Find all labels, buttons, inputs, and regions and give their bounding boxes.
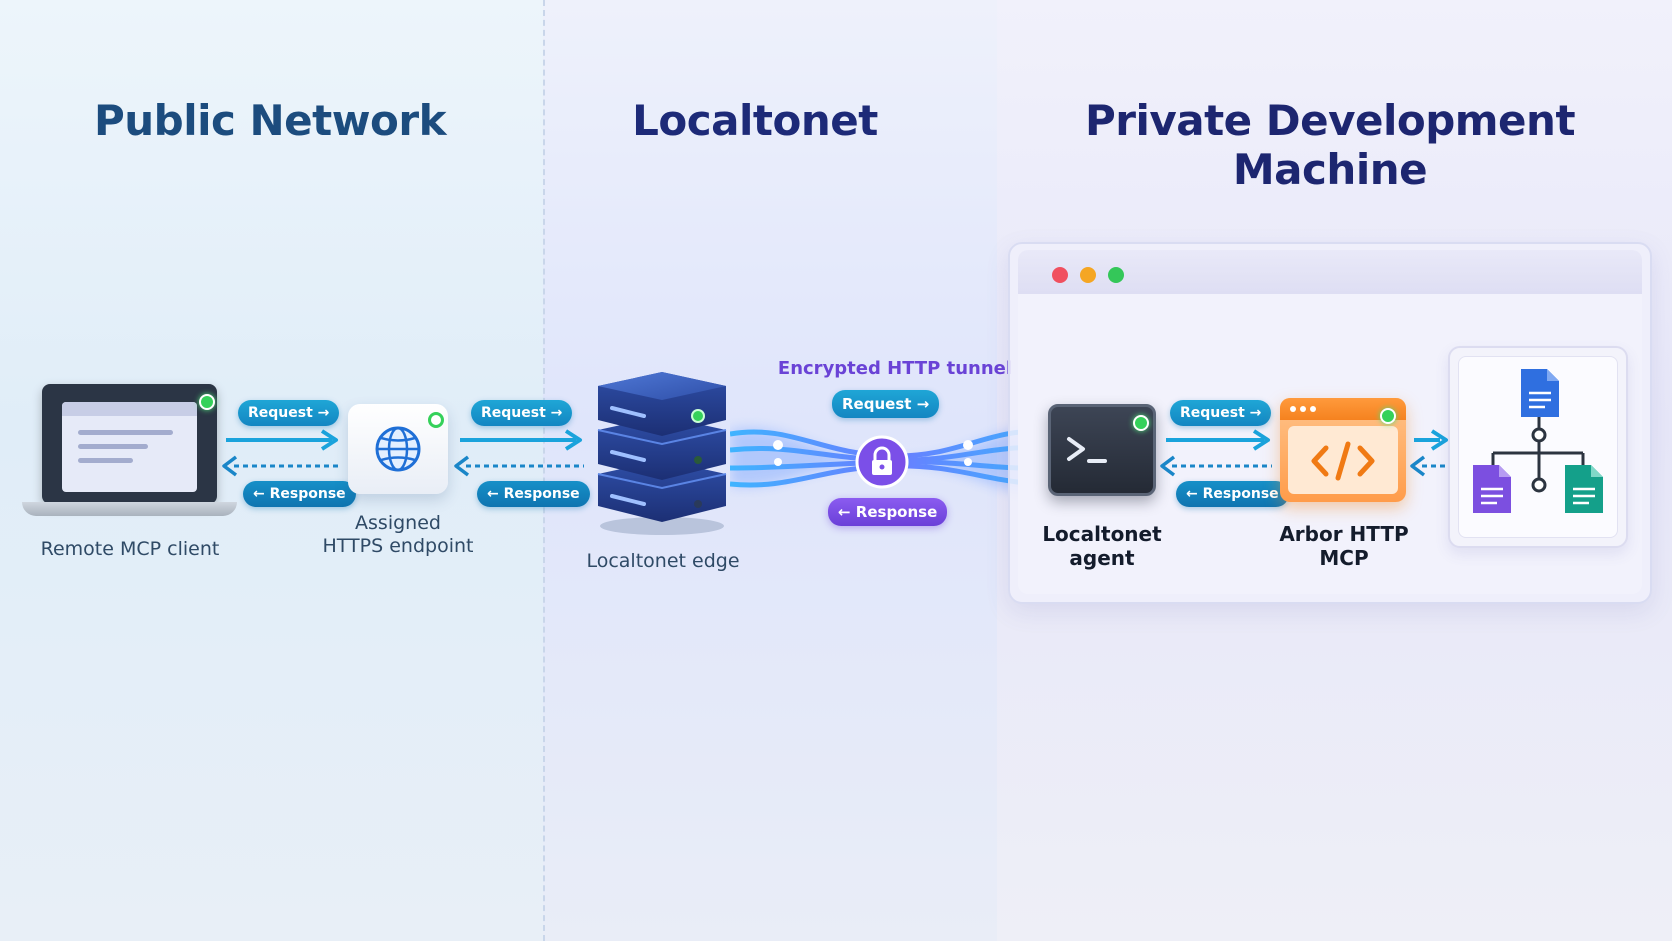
endpoint-label-line1: Assigned — [355, 512, 441, 534]
mcp-label: Arbor HTTP MCP — [1279, 522, 1409, 570]
file-tree-icon — [1473, 369, 1603, 513]
request-badge: Request → — [471, 400, 573, 426]
file-tree-panel — [1448, 346, 1628, 548]
close-dot — [1052, 267, 1068, 283]
code-icon — [1311, 441, 1375, 481]
request-arrow — [1166, 429, 1270, 451]
terminal-icon — [1048, 404, 1156, 496]
request-arrow — [460, 429, 582, 451]
response-badge: ← Response — [477, 481, 590, 507]
edge-label: Localtonet edge — [586, 550, 740, 572]
document-icon — [1473, 465, 1511, 513]
request-badge: Request → — [832, 390, 940, 418]
response-arrow — [454, 455, 584, 477]
document-icon — [1565, 465, 1603, 513]
status-dot — [199, 394, 215, 410]
request-badge: Request → — [238, 400, 340, 426]
public-network-title: Public Network — [93, 96, 447, 145]
status-dot — [428, 412, 444, 428]
localtonet-title: Localtonet — [632, 96, 878, 145]
globe-icon — [375, 426, 421, 472]
endpoint-tile — [348, 404, 448, 494]
request-arrow — [226, 429, 338, 451]
client-label: Remote MCP client — [40, 538, 220, 560]
status-dot — [1133, 415, 1149, 431]
status-dot — [1380, 408, 1396, 424]
response-arrow — [1160, 455, 1272, 477]
response-arrow — [1410, 455, 1448, 477]
endpoint-label-line2: HTTPS endpoint — [322, 535, 474, 557]
mcp-server-tile — [1280, 398, 1406, 502]
request-arrow — [1414, 429, 1448, 451]
agent-label: Localtonet agent — [1042, 522, 1162, 570]
private-machine-title: Private Development Machine — [1084, 96, 1576, 194]
response-arrow — [222, 455, 342, 477]
response-badge: ← Response — [828, 498, 948, 526]
server-stack-icon — [597, 372, 727, 535]
lock-icon — [855, 435, 909, 489]
request-badge: Request → — [1170, 400, 1272, 426]
laptop-icon — [22, 384, 237, 519]
response-badge: ← Response — [243, 481, 356, 507]
response-badge: ← Response — [1176, 481, 1289, 507]
document-icon — [1521, 369, 1559, 417]
minimize-dot — [1080, 267, 1096, 283]
maximize-dot — [1108, 267, 1124, 283]
tunnel-label: Encrypted HTTP tunnel — [777, 358, 1013, 379]
